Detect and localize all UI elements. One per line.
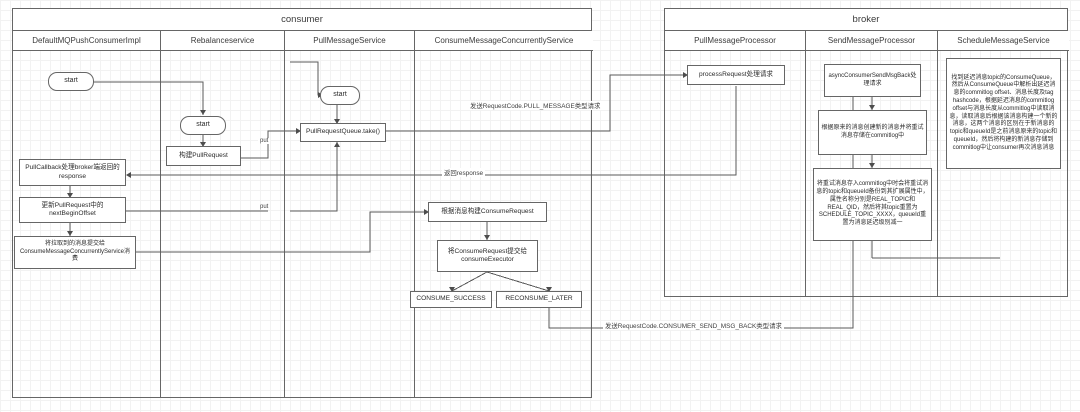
node-pull-request-queue-take[interactable]: PullRequestQueue.take() [300, 123, 386, 142]
lane-title-send-message-processor: SendMessageProcessor [806, 31, 937, 51]
lane-rebalance-service: Rebalanceservice [161, 31, 285, 397]
node-submit-to-consume-service[interactable]: 将拉取到的消息提交给ConsumeMessageConcurrentlyServ… [14, 236, 136, 269]
edge-label-put-bottom: put [258, 204, 271, 210]
node-retry-topic-note[interactable]: 将重试消息存入commitlog中时会将重试消息的topic和queueId备份… [813, 168, 932, 241]
node-consume-success[interactable]: CONSUME_SUCCESS [410, 291, 492, 308]
node-process-request[interactable]: processRequest处理请求 [687, 65, 785, 85]
lane-title-pull-message-processor: PullMessageProcessor [665, 31, 805, 51]
arrowhead-update-offset [67, 193, 73, 198]
node-build-pull-request[interactable]: 构建PullRequest [166, 146, 241, 166]
edge-label-pull-message-request: 发送RequestCode.PULL_MESSAGE类型请求 [468, 101, 603, 110]
node-reconsume-later[interactable]: RECONSUME_LATER [496, 291, 582, 308]
arrowhead-build-pull-request [200, 142, 206, 147]
arrowhead-reconsume-later [546, 287, 552, 292]
arrowhead-queue-take-left [296, 128, 301, 134]
lane-send-message-processor: SendMessageProcessor [806, 31, 938, 296]
lane-consume-message-concurrently-service: ConsumeMessageConcurrentlyService [415, 31, 593, 397]
edge-label-return-response: 返回response [442, 168, 486, 177]
node-build-consume-request[interactable]: 根据消息构建ConsumeRequest [428, 202, 547, 222]
lane-title-pull-message-service: PullMessageService [285, 31, 414, 51]
node-update-next-begin-offset[interactable]: 更新PullRequest中的nextBeginOffset [19, 197, 126, 223]
arrowhead-pull-callback [126, 172, 131, 178]
arrowhead-consume-success [449, 287, 455, 292]
arrowhead-start-rebalance [200, 110, 206, 115]
node-create-new-message[interactable]: 根据原来的消息创建新的消息并将重试消息存储在commitlog中 [818, 110, 927, 155]
arrowhead-consume-executor [484, 235, 490, 240]
arrowhead-process-request [683, 72, 688, 78]
node-schedule-note[interactable]: 找到延迟消息topic的ConsumeQueue，然后从ConsumeQueue… [946, 58, 1061, 169]
node-start-pull-message-service[interactable]: start [320, 86, 360, 105]
pool-title-broker: broker [665, 9, 1067, 31]
arrowhead-create-new-message [869, 105, 875, 110]
pool-title-consumer: consumer [13, 9, 591, 31]
edge-label-send-msg-back-request: 发送RequestCode.CONSUMER_SEND_MSG_BACK类型请求 [603, 321, 784, 330]
lane-schedule-message-service: ScheduleMessageService [938, 31, 1069, 296]
lane-title-rebalance-service: Rebalanceservice [161, 31, 284, 51]
arrowhead-submit-consume [67, 231, 73, 236]
pool-consumer: consumer DefaultMQPushConsumerImpl Rebal… [12, 8, 593, 398]
arrowhead-build-consume-request [424, 209, 429, 215]
lane-title-schedule-message-service: ScheduleMessageService [938, 31, 1069, 51]
arrowhead-queue-take-bottom [334, 142, 340, 147]
edge-label-put-top: put [258, 138, 271, 144]
node-async-consumer-send-msg-back[interactable]: asyncConsumerSendMsgBack处理请求 [824, 64, 921, 97]
arrowhead-queue-take-top [334, 119, 340, 124]
node-pull-callback[interactable]: PullCallback处理broker端返回的response [19, 159, 126, 186]
node-start-rebalance[interactable]: start [180, 116, 226, 135]
lane-title-default-mq-push-consumer-impl: DefaultMQPushConsumerImpl [13, 31, 160, 51]
arrowhead-retry-note [869, 163, 875, 168]
node-start-consumer[interactable]: start [48, 72, 94, 91]
lane-title-consume-message-concurrently-service: ConsumeMessageConcurrentlyService [415, 31, 593, 51]
pool-broker: broker PullMessageProcessor SendMessageP… [664, 8, 1069, 297]
node-submit-consume-executor[interactable]: 将ConsumeRequest提交给consumeExecutor [437, 240, 538, 272]
